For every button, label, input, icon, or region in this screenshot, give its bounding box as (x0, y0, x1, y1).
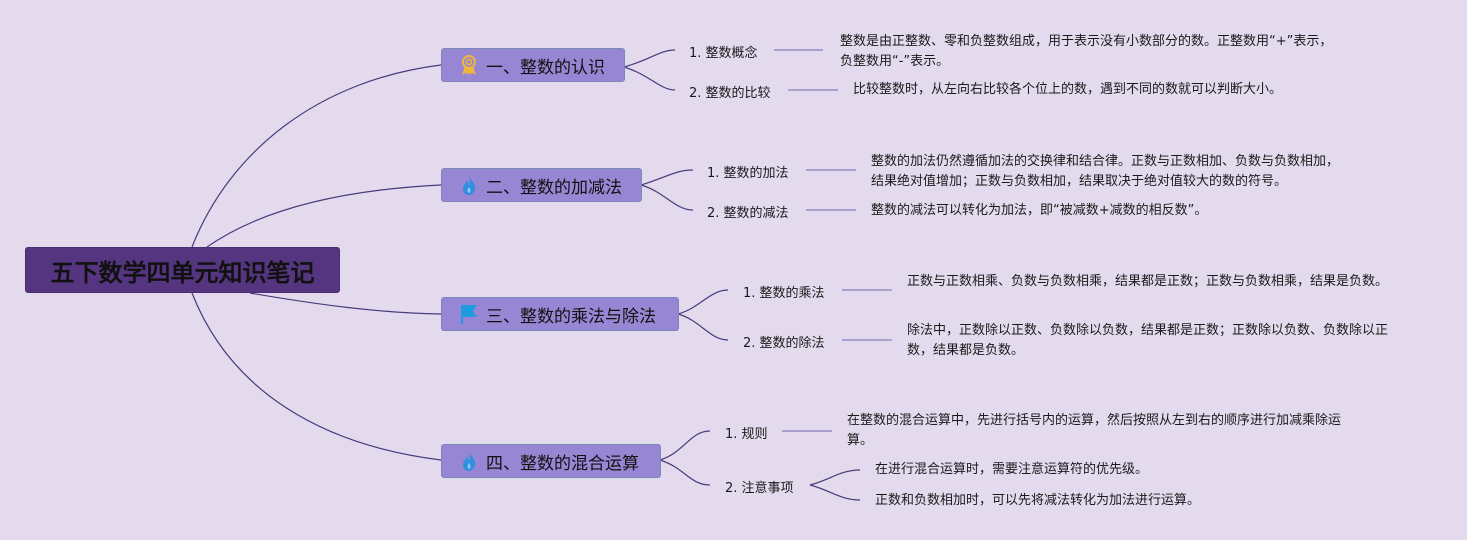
subtopic-2-2[interactable]: 2. 整数的减法 (707, 206, 789, 221)
note-3-1: 正数与正数相乘、负数与负数相乘，结果都是正数；正数与负数相乘，结果是负数。 (907, 274, 1389, 289)
flame-icon (458, 174, 480, 196)
note-4-2a: 在进行混合运算时，需要注意运算符的优先级。 (875, 462, 1149, 477)
note-3-2: 除法中，正数除以正数、负数除以负数，结果都是正数；正数除以负数、负数除以正数，结… (907, 323, 1389, 358)
link-t4-s2 (659, 459, 711, 486)
link-root-topic-2 (206, 184, 442, 248)
topic-1-title: 一、整数的认识 (486, 57, 605, 78)
link-root-topic-1 (191, 64, 442, 248)
subtopic-1-2[interactable]: 2. 整数的比较 (689, 86, 771, 101)
root-topic[interactable]: 五下数学四单元知识笔记 (25, 247, 340, 293)
link-t2-s1 (640, 169, 694, 186)
flame-icon (458, 450, 480, 472)
subtopic-2-1[interactable]: 1. 整数的加法 (707, 166, 789, 181)
link-t1-s1 (623, 49, 676, 68)
topic-3[interactable]: 三、整数的乘法与除法 (441, 297, 679, 331)
award-ribbon-icon (458, 54, 480, 76)
flag-icon (458, 303, 480, 325)
link-t2-s2 (640, 184, 694, 211)
subtopic-1-1[interactable]: 1. 整数概念 (689, 46, 758, 61)
topic-1[interactable]: 一、整数的认识 (441, 48, 625, 82)
link-t3-s2 (677, 313, 729, 341)
note-4-1: 在整数的混合运算中，先进行括号内的运算，然后按照从左到右的顺序进行加减乘除运算。 (847, 413, 1342, 448)
subtopic-3-1[interactable]: 1. 整数的乘法 (743, 286, 825, 301)
note-4-2b: 正数和负数相加时，可以先将减法转化为加法进行运算。 (875, 493, 1201, 508)
topic-2[interactable]: 二、整数的加减法 (441, 168, 642, 202)
topic-4-title: 四、整数的混合运算 (486, 453, 639, 474)
subtopic-4-2[interactable]: 2. 注意事项 (725, 481, 794, 496)
topic-4[interactable]: 四、整数的混合运算 (441, 444, 661, 478)
link-t4-s1 (659, 430, 711, 461)
topic-2-title: 二、整数的加减法 (486, 177, 622, 198)
subtopic-4-1[interactable]: 1. 规则 (725, 427, 768, 442)
link-t1-s2 (623, 66, 676, 91)
note-2-2: 整数的减法可以转化为加法，即“被减数+减数的相反数”。 (871, 203, 1208, 218)
link-t4-s2-n2 (809, 484, 861, 501)
note-2-1: 整数的加法仍然遵循加法的交换律和结合律。正数与正数相加、负数与负数相加，结果绝对… (871, 154, 1340, 189)
note-1-1: 整数是由正整数、零和负整数组成，用于表示没有小数部分的数。正整数用“+”表示，负… (840, 34, 1333, 69)
note-1-2: 比较整数时，从左向右比较各个位上的数，遇到不同的数就可以判断大小。 (853, 82, 1283, 97)
link-t3-s1 (677, 289, 729, 315)
topic-3-title: 三、整数的乘法与除法 (486, 306, 656, 327)
link-root-topic-3 (249, 292, 442, 315)
link-t4-s2-n1 (809, 469, 861, 486)
subtopic-3-2[interactable]: 2. 整数的除法 (743, 336, 825, 351)
link-root-topic-4 (191, 292, 442, 461)
root-title: 五下数学四单元知识笔记 (50, 258, 315, 287)
